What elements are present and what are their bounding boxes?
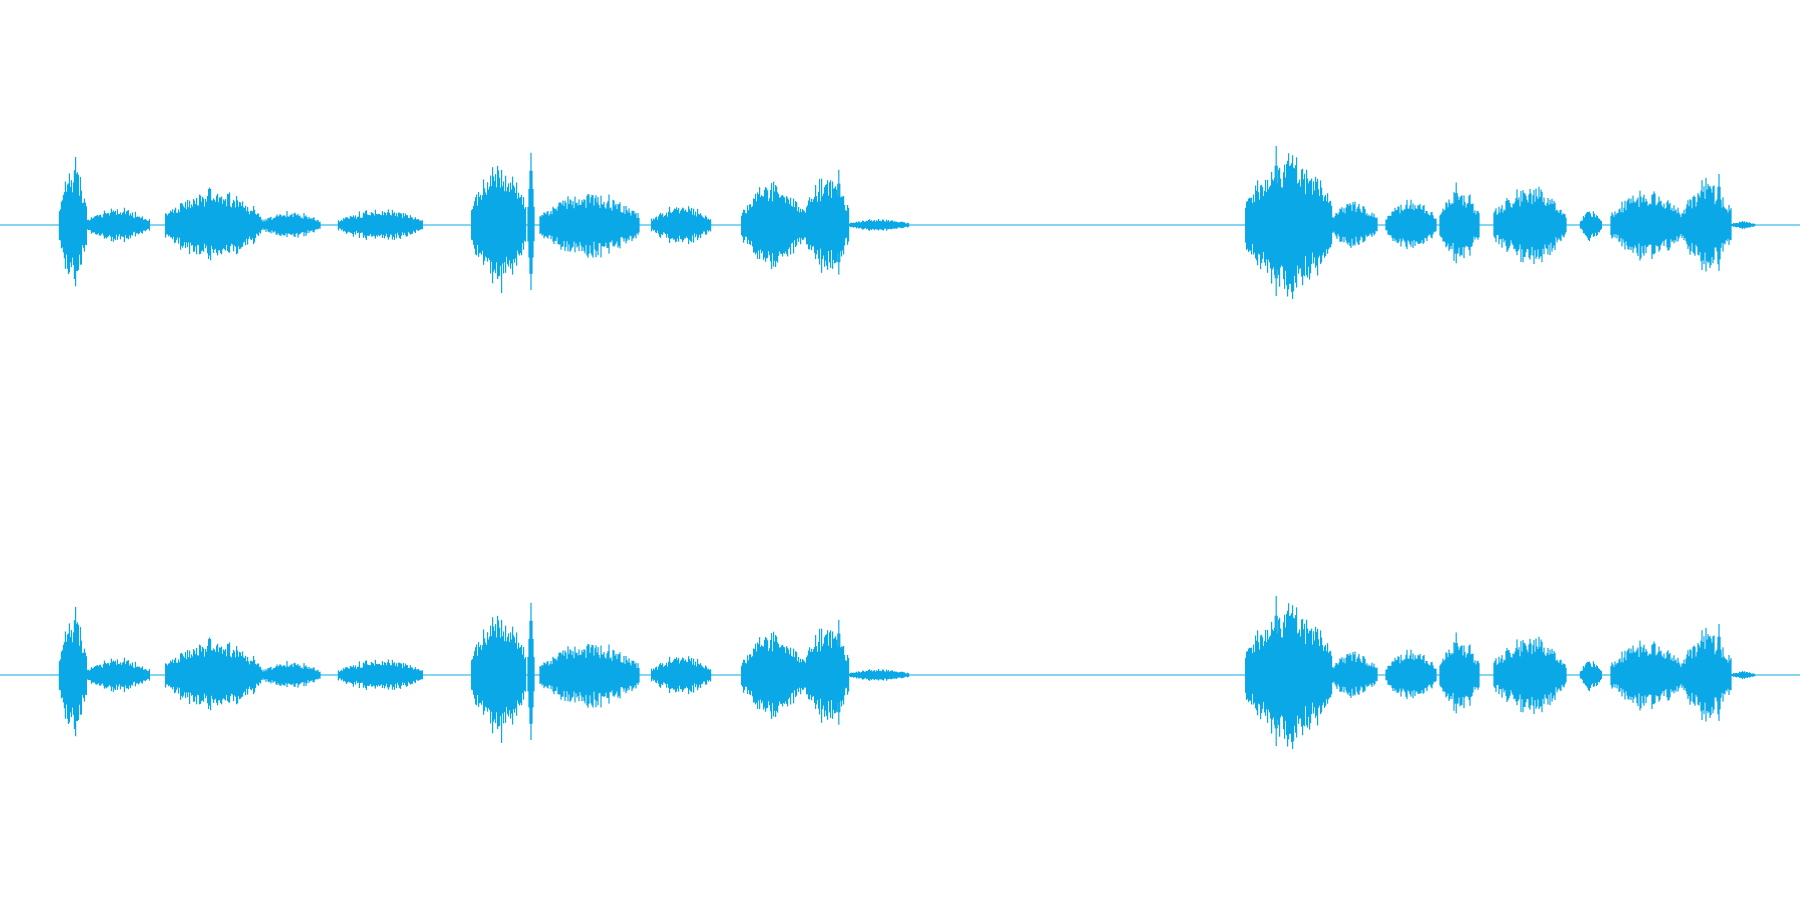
waveform-segment xyxy=(1730,671,1756,680)
waveform-segment xyxy=(539,193,640,258)
waveform-segment xyxy=(539,643,640,708)
waveform-segment xyxy=(1682,177,1732,272)
waveform-segment xyxy=(1493,636,1567,714)
waveform-segment xyxy=(1385,199,1437,250)
waveform-segment xyxy=(165,637,262,711)
waveform-segment xyxy=(650,206,712,245)
waveform-segment xyxy=(471,165,527,293)
waveform-svg-right xyxy=(0,595,1800,749)
waveform-segment xyxy=(848,669,910,681)
waveform-segment xyxy=(260,661,321,688)
waveform-segment xyxy=(1493,186,1567,264)
waveform-segment xyxy=(1385,649,1437,700)
waveform-segment xyxy=(1610,190,1684,261)
waveform-segment xyxy=(260,211,321,238)
waveform-segment xyxy=(803,628,850,723)
waveform-segment xyxy=(650,656,712,695)
waveform-segment xyxy=(165,187,262,261)
waveform-segment xyxy=(1579,211,1603,242)
waveform-svg-left xyxy=(0,145,1800,299)
waveform-segment xyxy=(337,659,423,690)
waveform-segment xyxy=(740,631,806,719)
waveform-segment xyxy=(740,181,806,269)
waveform-segment xyxy=(1331,651,1378,698)
channel-left-waveform xyxy=(0,145,1800,299)
waveform-segment xyxy=(1730,221,1756,230)
waveform-segment xyxy=(85,207,150,243)
waveform-segment xyxy=(85,657,150,693)
waveform-segment xyxy=(1331,201,1378,248)
waveform-segment xyxy=(1610,640,1684,711)
channel-right-waveform xyxy=(0,450,1800,900)
waveform-segment xyxy=(1244,153,1333,299)
waveform-segment xyxy=(1244,603,1333,749)
waveform-segment xyxy=(1682,627,1732,722)
waveform-segment xyxy=(1579,661,1603,692)
waveform-segment xyxy=(337,209,423,240)
waveform-segment xyxy=(471,615,527,743)
waveform-segment xyxy=(848,219,910,231)
